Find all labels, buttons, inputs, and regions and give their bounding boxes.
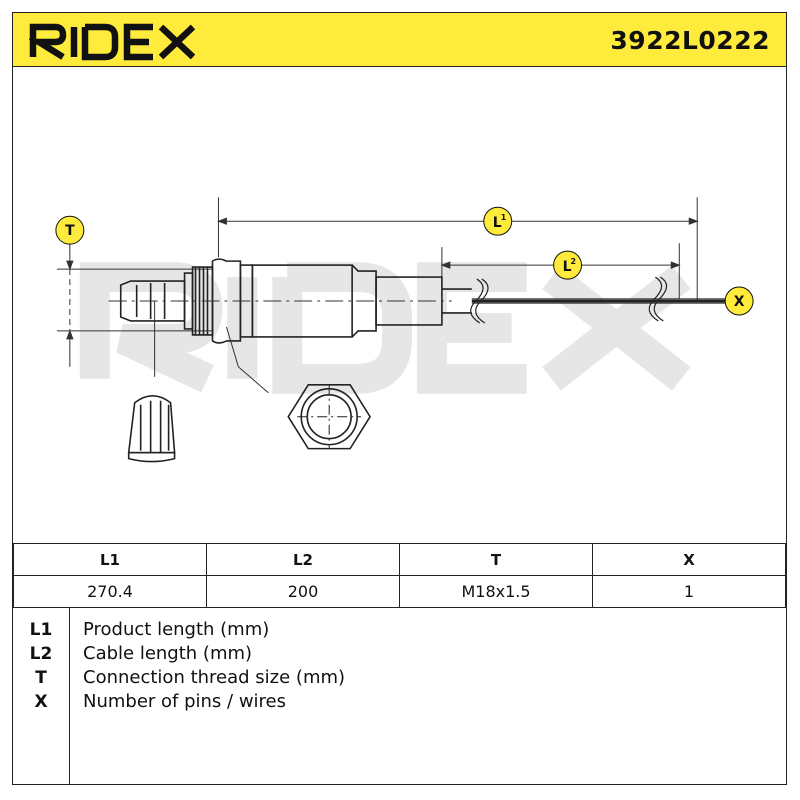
product-sheet: 3922L0222	[12, 12, 787, 785]
legend-item-t: T Connection thread size (mm)	[13, 666, 786, 690]
ridex-logo	[29, 23, 196, 61]
watermark-logo	[79, 262, 691, 394]
legend: L1 Product length (mm) L2 Cable length (…	[13, 607, 786, 784]
spec-value-l2: 200	[206, 575, 400, 608]
dimension-t	[56, 243, 213, 367]
legend-key: L1	[29, 620, 53, 640]
sensor-drawing: L 1 L 2 T X	[55, 197, 754, 463]
legend-item-l2: L2 Cable length (mm)	[13, 642, 786, 666]
spec-header-l2: L2	[206, 543, 400, 576]
svg-text:X: X	[734, 294, 745, 310]
part-number: 3922L0222	[610, 26, 770, 55]
leader-lines	[154, 301, 269, 394]
legend-key: L2	[29, 644, 53, 664]
spec-header-t: T	[399, 543, 593, 576]
legend-desc: Connection thread size (mm)	[83, 667, 346, 688]
svg-text:1: 1	[501, 213, 507, 222]
spec-value-x: 1	[592, 575, 786, 608]
spec-header-row: L1 L2 T X	[13, 543, 786, 576]
legend-item-x: X Number of pins / wires	[13, 690, 786, 714]
spec-header-x: X	[592, 543, 786, 576]
spec-table: L1 L2 T X 270.4 200 M18x1.5 1	[13, 543, 786, 608]
header-bar: 3922L0222	[13, 13, 786, 67]
hex-nut-view	[287, 383, 372, 450]
callout-x: X	[724, 286, 754, 316]
legend-key: X	[34, 692, 48, 712]
callout-t: T	[55, 215, 85, 245]
svg-text:2: 2	[571, 257, 577, 266]
legend-desc: Cable length (mm)	[83, 643, 253, 664]
legend-item-l1: L1 Product length (mm)	[13, 618, 786, 642]
svg-text:L: L	[493, 215, 502, 231]
spec-header-l1: L1	[13, 543, 207, 576]
legend-key: T	[35, 668, 47, 688]
svg-text:L: L	[563, 259, 572, 275]
legend-desc: Product length (mm)	[83, 619, 270, 640]
dimension-l1	[217, 197, 699, 303]
legend-divider	[69, 608, 70, 784]
spec-value-row: 270.4 200 M18x1.5 1	[13, 575, 786, 608]
callout-l2: L 2	[553, 250, 583, 280]
svg-text:T: T	[65, 223, 75, 239]
legend-desc: Number of pins / wires	[83, 691, 287, 712]
spec-value-t: M18x1.5	[399, 575, 593, 608]
callout-l1: L 1	[483, 206, 513, 236]
protective-cap	[127, 394, 176, 463]
spec-value-l1: 270.4	[13, 575, 207, 608]
